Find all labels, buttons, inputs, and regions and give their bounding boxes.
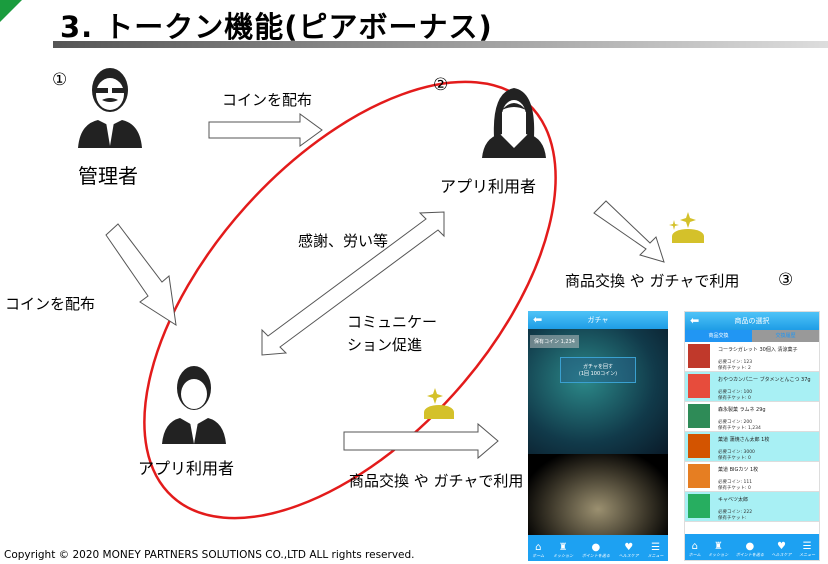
coin-balance: 保有コイン 1,234 (530, 335, 579, 348)
gacha-screenshot: ⬅ ガチャ 保有コイン 1,234 ガチャを回す(1回 100コイン) ⌂ホーム … (528, 311, 668, 561)
product-item: おやつカンパニー ブタメンとんこつ 37g 必要コイン: 100 保有チケット:… (685, 372, 819, 402)
menu-icon: ☰ (802, 541, 812, 553)
home-icon: ⌂ (691, 541, 698, 553)
heart-icon: ♥ (777, 541, 786, 553)
tab-history: 交換履歴 (752, 330, 819, 342)
product-thumbnail (688, 494, 710, 518)
user-woman-icon (482, 88, 546, 158)
coin-icon (424, 388, 454, 419)
required-coins: 必要コイン: 111 (718, 480, 753, 485)
copyright: Copyright © 2020 MONEY PARTNERS SOLUTION… (4, 549, 415, 561)
nav-home: ⌂ホーム (688, 541, 701, 558)
step-marker-3: ③ (778, 270, 794, 290)
product-item: コーラシガレット 30個入 清涼菓子 必要コイン: 123 保有チケット: 2 (685, 342, 819, 372)
gacha-spin-button: ガチャを回す(1回 100コイン) (560, 357, 636, 383)
product-name: おやつカンパニー ブタメンとんこつ 37g (718, 377, 811, 383)
spin-cost: (1回 100コイン) (578, 371, 618, 377)
shop-header: ⬅ 商品の選択 (685, 312, 819, 330)
required-coins: 必要コイン: 100 (718, 390, 753, 395)
required-coins: 必要コイン: 123 (718, 360, 753, 365)
required-coins: 必要コイン: 222 (718, 510, 753, 515)
admin-person-icon (78, 68, 142, 148)
coin-icon (669, 212, 704, 243)
product-name: 森永製菓 ラムネ 29g (718, 407, 766, 413)
nav-menu: ☰メニュー (799, 541, 816, 558)
tab-exchange: 商品交換 (685, 330, 752, 342)
product-item: 森永製菓 ラムネ 29g 必要コイン: 200 保有チケット: 1,234 (685, 402, 819, 432)
owned-tickets: 保有チケット: 0 (718, 395, 751, 401)
mission-icon: ♜ (713, 541, 723, 553)
product-thumbnail (688, 464, 710, 488)
title-underline (53, 41, 828, 48)
gacha-sky: 保有コイン 1,234 ガチャを回す(1回 100コイン) (528, 329, 668, 454)
mission-icon: ♜ (558, 542, 568, 554)
shop-screenshot: ⬅ 商品の選択 商品交換 交換履歴 コーラシガレット 30個入 清涼菓子 必要コイ… (684, 311, 820, 561)
arrow-down-left (105, 223, 177, 327)
product-name: 菓道 BIGカツ 1枚 (718, 467, 759, 473)
user-bottom-label: アプリ利用者 (138, 459, 235, 478)
heart-icon: ♥ (624, 542, 634, 554)
gacha-header: ⬅ ガチャ (528, 311, 668, 329)
arrow-right-top (208, 113, 323, 147)
nav-mission: ♜ミッション (708, 541, 729, 558)
back-arrow-icon: ⬅ (690, 314, 700, 327)
gacha-title: ガチャ (587, 316, 609, 324)
distribute-label-left: コインを配布 (5, 295, 96, 313)
home-icon: ⌂ (535, 542, 542, 554)
product-name: コーラシガレット 30個入 清涼菓子 (718, 347, 798, 353)
communication-label-2: ション促進 (347, 336, 423, 354)
product-thumbnail (688, 374, 710, 398)
step-marker-1: ① (52, 70, 68, 90)
bottom-nav: ⌂ホーム ♜ミッション ●ポイントを送る ♥ヘルスケア ☰メニュー (685, 534, 819, 560)
communication-label-1: コミュニケー (347, 313, 438, 331)
arrow-right-bottom (343, 422, 499, 460)
menu-icon: ☰ (651, 542, 661, 554)
gacha-scene (528, 454, 668, 546)
user-top-label: アプリ利用者 (440, 177, 537, 196)
required-coins: 必要コイン: 200 (718, 420, 753, 425)
exchange-label-bottom: 商品交換 や ガチャで利用 (349, 472, 524, 490)
thanks-label: 感謝、労い等 (298, 232, 389, 250)
product-name: キャベツ太郎 (718, 497, 749, 503)
nav-send-points: ●ポイントを送る (581, 542, 610, 559)
owned-tickets: 保有チケット: 0 (718, 455, 751, 461)
arrow-bidirectional (261, 211, 445, 356)
owned-tickets: 保有チケット: 0 (718, 485, 751, 491)
exchange-label-top: 商品交換 や ガチャで利用 (565, 272, 740, 290)
owned-tickets: 保有チケット: 1,234 (718, 425, 761, 431)
product-thumbnail (688, 434, 710, 458)
send-points-icon: ● (745, 541, 755, 553)
product-item: キャベツ太郎 必要コイン: 222 保有チケット: (685, 492, 819, 522)
nav-healthcare: ♥ヘルスケア (618, 542, 639, 559)
user-man-icon (162, 366, 226, 444)
admin-label: 管理者 (78, 164, 138, 188)
spin-label: ガチャを回す (583, 364, 613, 370)
corner-accent (0, 0, 22, 22)
product-thumbnail (688, 344, 710, 368)
shop-title: 商品の選択 (734, 317, 770, 325)
product-thumbnail (688, 404, 710, 428)
step-marker-2: ② (433, 75, 449, 95)
nav-mission: ♜ミッション (553, 542, 574, 559)
nav-healthcare: ♥ヘルスケア (771, 541, 792, 558)
bottom-nav: ⌂ホーム ♜ミッション ●ポイントを送る ♥ヘルスケア ☰メニュー (528, 535, 668, 561)
nav-menu: ☰メニュー (647, 542, 664, 559)
slide-title: 3. トークン機能(ピアボーナス) (60, 10, 493, 44)
product-item: 菓道 蒲焼さん太郎 1枚 必要コイン: 3000 保有チケット: 0 (685, 432, 819, 462)
nav-send-points: ●ポイントを送る (735, 541, 764, 558)
owned-tickets: 保有チケット: (718, 515, 747, 521)
required-coins: 必要コイン: 3000 (718, 450, 755, 455)
arrow-down-right (593, 200, 665, 263)
back-arrow-icon: ⬅ (533, 313, 543, 326)
owned-tickets: 保有チケット: 2 (718, 365, 751, 371)
send-points-icon: ● (591, 542, 601, 554)
product-name: 菓道 蒲焼さん太郎 1枚 (718, 437, 770, 443)
distribute-label-top: コインを配布 (222, 91, 313, 109)
nav-home: ⌂ホーム (532, 542, 545, 559)
product-item: 菓道 BIGカツ 1枚 必要コイン: 111 保有チケット: 0 (685, 462, 819, 492)
